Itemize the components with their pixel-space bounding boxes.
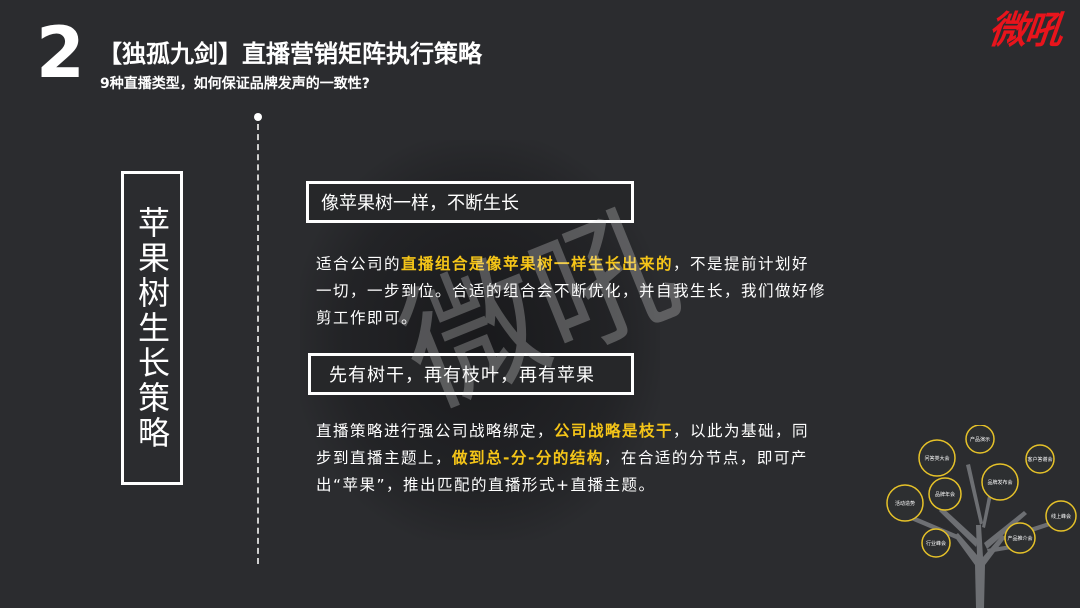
section-heading-1: 像苹果树一样，不断生长 [306, 181, 634, 223]
highlight-text: 公司战略是枝干 [554, 422, 674, 440]
highlight-text: 直播组合是像苹果树一样生长出来的 [401, 255, 674, 273]
tree-node-label: 产品演示 [970, 436, 990, 443]
tree-node-label: 线上峰会 [1051, 513, 1071, 520]
slide-title: 【独孤九剑】直播营销矩阵执行策略 [98, 40, 482, 68]
tree-node [965, 425, 995, 454]
brand-logo: 微吼 [986, 8, 1064, 52]
tree-node [1025, 444, 1055, 474]
tree-node [1045, 500, 1077, 532]
text-segment: 适合公司的 [316, 255, 402, 273]
tree-node [921, 528, 951, 558]
tree-node-label: 品牌年会 [935, 491, 955, 498]
text-segment: ，以此为基础，同步到直播主题上， [316, 422, 810, 467]
text-segment: ，在合适的分节点，即可产出“苹果”，推出匹配的直播形式+直播主题。 [316, 449, 808, 494]
section-heading-2: 先有树干，再有枝叶，再有苹果 [308, 353, 634, 395]
tree-node [1004, 522, 1036, 554]
slide-number: 2 [36, 12, 85, 94]
section-text-2: 直播策略进行强公司战略绑定，公司战略是枝干，以此为基础，同步到直播主题上，做到总… [316, 418, 826, 499]
tree-node [981, 463, 1019, 501]
tree-node-label: 问答类大会 [924, 455, 949, 462]
tree-node-label: 产品推介会 [1007, 535, 1032, 542]
section-text-1: 适合公司的直播组合是像苹果树一样生长出来的，不是提前计划好一切，一步到位。合适的… [316, 251, 826, 332]
tree-node [918, 439, 956, 477]
text-segment: 直播策略进行强公司战略绑定， [316, 422, 555, 440]
tree-node-label: 品牌发布会 [987, 479, 1012, 486]
tree-node [886, 484, 924, 522]
tree-node-label: 活动造势 [895, 500, 915, 507]
highlight-text: 做到总-分-分的结构 [452, 449, 604, 467]
tree-node-label: 行业峰会 [926, 540, 946, 547]
slide-subtitle: 9种直播类型，如何保证品牌发声的一致性? [100, 76, 370, 92]
dashed-divider [257, 124, 259, 564]
tree-illustration: 产品演示问答类大会 客户答谢会品牌发布会品牌年会活动造势线上峰会产品推介会行业峰会 [884, 425, 1080, 608]
strategy-title: 苹果树生长策略 [133, 205, 171, 451]
divider-dot [254, 113, 262, 121]
strategy-title-box: 苹果树生长策略 [121, 171, 183, 485]
tree-node [928, 477, 962, 511]
text-segment: ，不是提前计划好一切，一步到位。合适的组合会不断优化，并自我生长，我们做好修剪工… [316, 255, 827, 327]
tree-node-label: 客户答谢会 [1027, 456, 1052, 463]
